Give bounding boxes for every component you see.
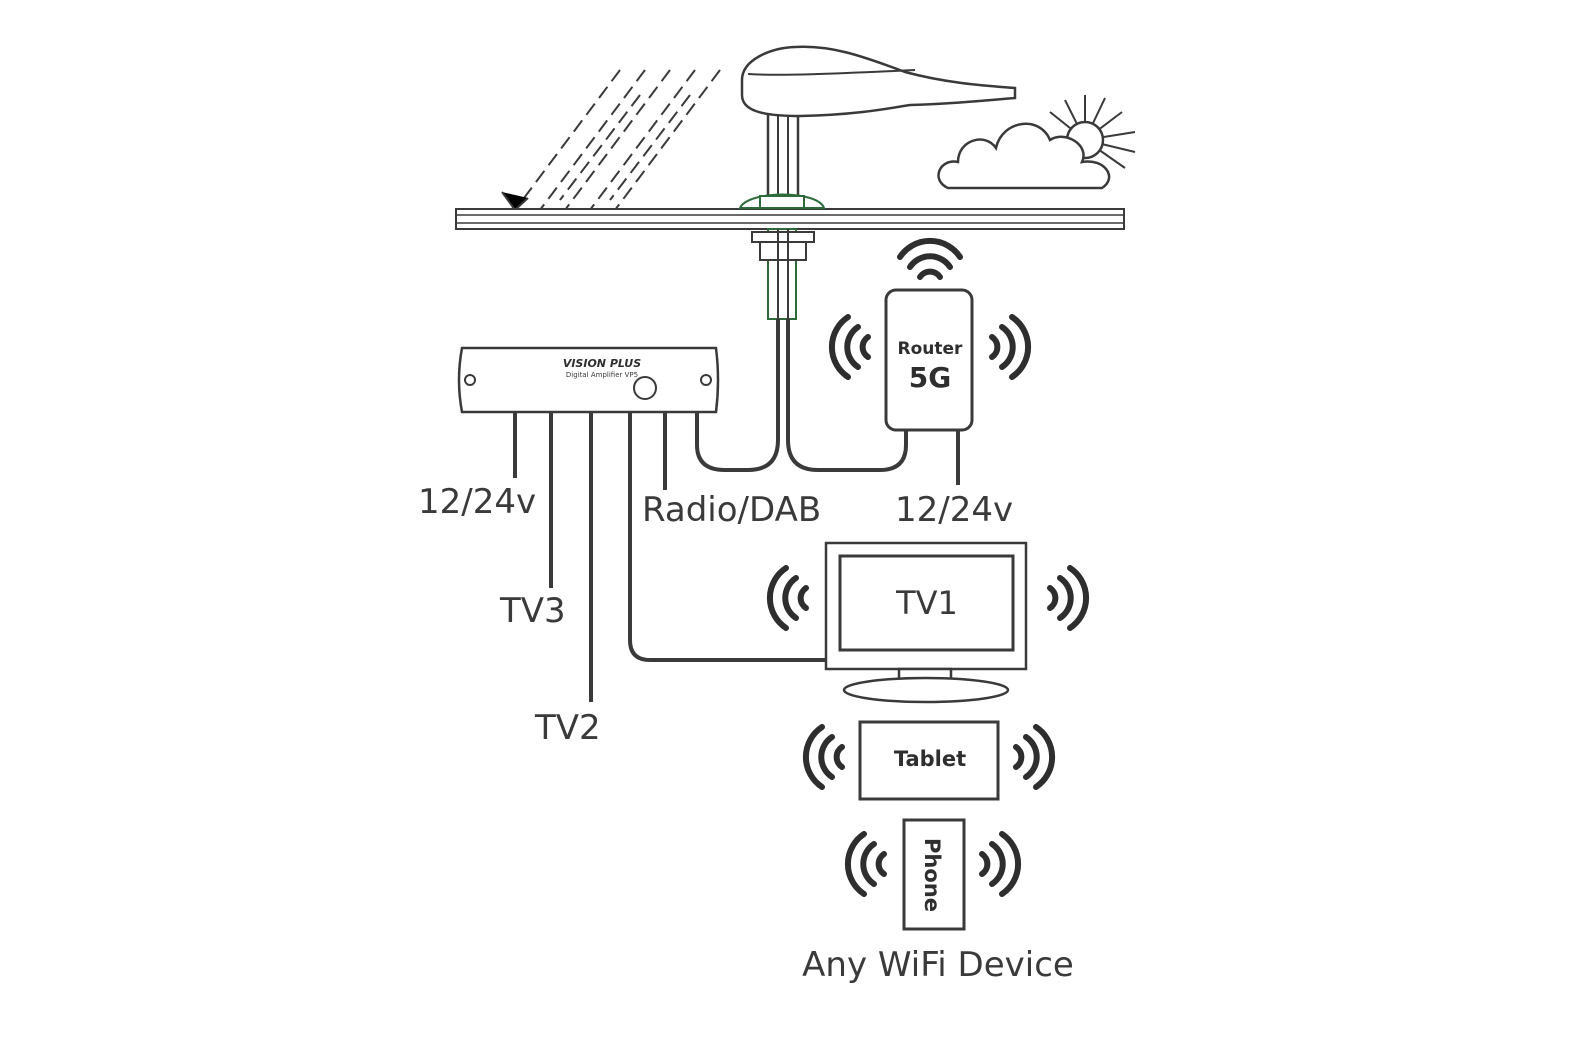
radio-dab-label: Radio/DAB	[642, 490, 821, 530]
amplifier-cables	[513, 412, 826, 702]
tablet-label: Tablet	[894, 747, 966, 771]
amplifier-brand: VISION PLUS	[563, 357, 641, 370]
router-5g-label: 5G	[909, 361, 951, 394]
tablet-wifi-right-icon	[1016, 727, 1052, 787]
tv1-wifi-right-icon	[1050, 568, 1086, 628]
tv2-label: TV2	[534, 708, 601, 748]
tv3-label: TV3	[499, 591, 566, 631]
router-wifi-left-icon	[832, 317, 868, 377]
router-label: Router	[898, 339, 964, 359]
roof-mount-icon	[738, 193, 826, 320]
amplifier-box: VISION PLUS Digital Amplifier VP5	[457, 346, 720, 414]
router-5g-icon: Router 5G	[832, 241, 1028, 485]
power-left-label: 12/24v	[418, 482, 536, 522]
roof-line	[455, 208, 1125, 230]
cloud-sun-icon	[937, 95, 1136, 190]
antenna-icon	[740, 45, 1017, 210]
router-wifi-right-icon	[992, 317, 1028, 377]
phone-label: Phone	[920, 838, 944, 912]
tv1-label: TV1	[895, 584, 958, 622]
tablet-icon: Tablet	[806, 720, 1052, 801]
tv1-icon: TV1	[770, 541, 1086, 704]
router-wifi-top-icon	[900, 241, 960, 277]
phone-wifi-right-icon	[982, 834, 1018, 894]
phone-icon: Phone	[848, 818, 1018, 931]
amplifier-model: Digital Amplifier VP5	[566, 371, 638, 379]
tv1-wifi-left-icon	[770, 568, 806, 628]
antenna-cables	[695, 319, 908, 472]
power-right-label: 12/24v	[895, 490, 1013, 530]
phone-wifi-left-icon	[848, 834, 884, 894]
rain-icon	[501, 69, 721, 212]
tablet-wifi-left-icon	[806, 727, 842, 787]
any-wifi-device-label: Any WiFi Device	[802, 945, 1074, 985]
